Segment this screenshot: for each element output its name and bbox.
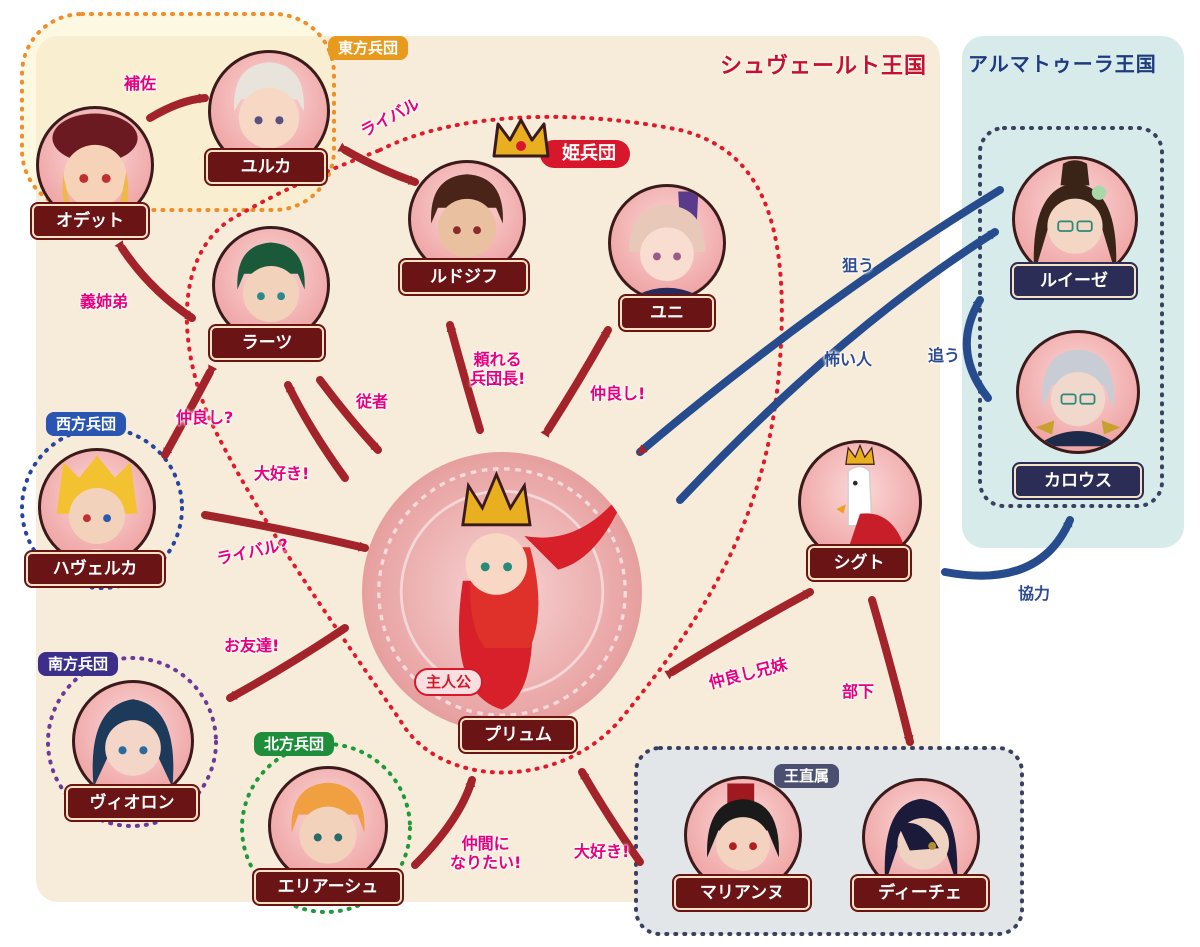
crown-icon <box>492 118 550 158</box>
almatura-kingdom-title: アルマトゥーラ王国 <box>968 52 1157 76</box>
relation-kyoryoku: 協力 <box>1018 584 1051 603</box>
relation-ou: 追う <box>928 346 961 365</box>
north-group-tag: 北方兵団 <box>254 732 335 756</box>
marianne-nameplate: マリアンヌ <box>674 876 810 910</box>
south-group-outline <box>46 656 218 828</box>
arrow-prium-louise <box>676 228 999 504</box>
west-group-tag: 西方兵団 <box>46 412 127 436</box>
relation-kowai: 怖い人 <box>824 350 873 369</box>
relation-hosa: 補佐 <box>124 74 157 93</box>
violon-portrait[interactable] <box>72 680 194 802</box>
arrow-odette-rats <box>114 240 196 322</box>
princess-group-tag: 姫兵団 <box>540 140 630 168</box>
relation-tayoreru-line1: 頼れる <box>473 350 522 369</box>
east-group-tag: 東方兵団 <box>328 36 409 60</box>
arrow-odette-yuruka <box>146 93 209 122</box>
arrow-yuruka-ludjif <box>337 142 419 186</box>
yuruka-nameplate: ユルカ <box>206 150 326 184</box>
ludjif-nameplate: ルドジフ <box>400 260 528 294</box>
relation-tayoreru: 頼れる 兵団長! <box>470 350 525 388</box>
relation-nakama-line1: 仲間に <box>461 834 510 853</box>
relation-daisuki-rats: 大好き! <box>254 464 310 483</box>
marianne-portrait[interactable] <box>684 776 802 894</box>
odette-nameplate: オデット <box>32 204 148 238</box>
arrow-prium-sigt <box>664 588 814 680</box>
arrow-eliasch-prium <box>411 776 476 869</box>
rats-nameplate: ラーツ <box>210 326 324 360</box>
relation-nakama-line2: なりたい! <box>450 853 522 872</box>
arrow-rats-prium-jusha <box>316 376 382 454</box>
relation-jusha: 従者 <box>356 392 389 411</box>
royal-group-tag: 王直属 <box>774 764 840 788</box>
relation-otomodachi: お友達! <box>224 636 280 655</box>
relation-nakayoshi: 仲良し! <box>590 384 646 403</box>
relation-nakayoshi-q: 仲良し? <box>176 408 234 427</box>
protagonist-badge: 主人公 <box>414 668 484 696</box>
relation-daisuki-marianne: 大好き! <box>574 842 630 861</box>
louise-nameplate: ルイーゼ <box>1012 264 1136 298</box>
relation-tayoreru-line2: 兵団長! <box>470 369 526 388</box>
arrow-prium-violon <box>226 624 349 702</box>
yuni-nameplate: ユニ <box>620 296 714 330</box>
rats-portrait[interactable] <box>212 226 330 344</box>
violon-nameplate: ヴィオロン <box>66 786 198 820</box>
karous-nameplate: カロウス <box>1014 464 1142 498</box>
relation-gishitei: 義姉弟 <box>80 292 129 311</box>
prium-portrait[interactable] <box>362 452 642 732</box>
karous-portrait[interactable] <box>1016 330 1140 454</box>
arrow-marianne-prium <box>578 768 644 866</box>
relation-nakama: 仲間に なりたい! <box>450 834 521 872</box>
arrow-karous-louise <box>962 296 992 402</box>
diche-nameplate: ディーチェ <box>852 876 988 910</box>
relation-nerau: 狙う <box>842 256 875 275</box>
ludjif-portrait[interactable] <box>408 160 526 278</box>
arrow-prium-ludjif <box>446 321 484 434</box>
yuni-portrait[interactable] <box>608 184 726 302</box>
almatura-group-outline <box>978 126 1164 508</box>
relation-buka: 部下 <box>842 682 875 701</box>
sigt-nameplate: シグト <box>808 546 910 580</box>
prium-nameplate: プリュム <box>460 718 576 752</box>
eliasch-portrait[interactable] <box>268 766 388 886</box>
arrow-sigt-karous <box>941 516 1074 580</box>
arrow-prium-yuni <box>540 326 612 438</box>
arrow-rats-havelka <box>161 364 218 459</box>
arrow-sigt-royal <box>868 596 914 746</box>
eliasch-nameplate: エリアーシュ <box>254 870 402 904</box>
havelka-nameplate: ハヴェルカ <box>26 552 164 586</box>
shuvelt-kingdom-title: シュヴェールト王国 <box>720 54 928 79</box>
arrow-rats-prium-daisuki <box>284 381 349 482</box>
havelka-portrait[interactable] <box>38 448 156 566</box>
arrow-louise-prium <box>636 186 1004 456</box>
arrow-havelka-prium <box>201 511 369 552</box>
south-group-tag: 南方兵団 <box>38 652 119 676</box>
louise-portrait[interactable] <box>1012 156 1138 282</box>
